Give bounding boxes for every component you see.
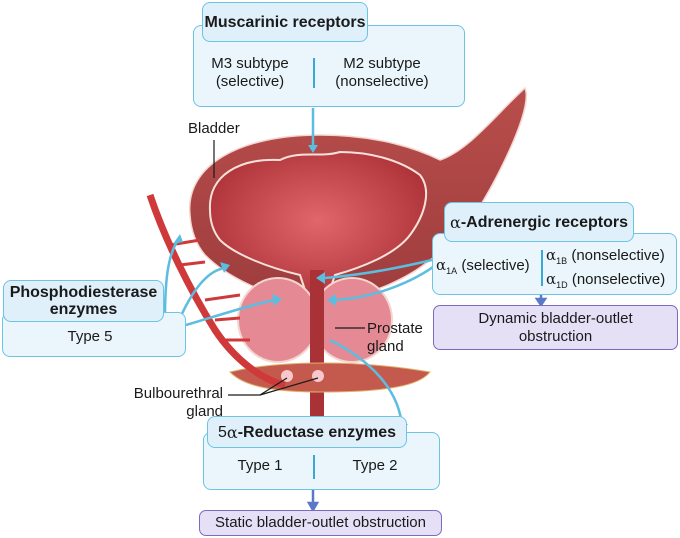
dynamic-obstruction-box: Dynamic bladder-outlet obstruction <box>433 305 678 350</box>
bladder-label: Bladder <box>188 120 240 137</box>
alpha-1d-label: α1D (nonselective) <box>546 270 666 290</box>
blood-vessel <box>146 193 286 389</box>
m3-subtype-label: M3 subtype (selective) <box>211 55 289 90</box>
prostate-label: Prostate gland <box>367 320 423 355</box>
reductase-divider <box>313 455 315 479</box>
arrow-pde-to-prostate <box>185 298 276 327</box>
leader-bulbourethral-2 <box>259 377 319 396</box>
adrenergic-header: α-Adrenergic receptors <box>444 202 634 242</box>
alpha-1b-1d-labels: α1B (nonselective) α1D (nonselective) <box>546 246 676 294</box>
arrow-pde-to-bladder <box>178 266 226 319</box>
arrow-pde-to-vessel <box>163 239 180 319</box>
bulbourethral-gland-right <box>312 370 324 382</box>
adrenergic-divider <box>541 250 543 286</box>
arrow-prostate-to-reductase <box>329 338 404 429</box>
type-2-label: Type 2 <box>352 457 398 474</box>
prostate-left-lobe <box>237 277 319 363</box>
m2-subtype-label: M2 subtype (nonselective) <box>335 55 429 90</box>
alpha-1a-label: α1A (selective) <box>436 256 530 276</box>
urethra <box>310 270 324 440</box>
arrow-adrenergic-to-neck <box>324 256 441 280</box>
reductase-title: -Reductase enzymes <box>237 423 396 441</box>
bulbourethral-gland-left <box>281 370 293 382</box>
muscarinic-header: Muscarinic receptors <box>202 2 368 42</box>
static-obstruction-box: Static bladder-outlet obstruction <box>199 510 442 536</box>
alpha-1b-label: α1B (nonselective) <box>546 246 665 266</box>
pde-type-label: Type 5 <box>67 328 113 345</box>
pde-header: Phosphodiesterase enzymes <box>3 280 164 322</box>
type-1-label: Type 1 <box>237 457 283 474</box>
bladder-lumen <box>208 150 428 306</box>
muscarinic-title: Muscarinic receptors <box>204 13 366 31</box>
muscarinic-divider <box>313 58 315 88</box>
adrenergic-title: -Adrenergic receptors <box>460 213 628 231</box>
bulbourethral-label: Bulbourethral gland <box>133 385 223 420</box>
arrow-adrenergic-to-prostate <box>334 261 441 302</box>
